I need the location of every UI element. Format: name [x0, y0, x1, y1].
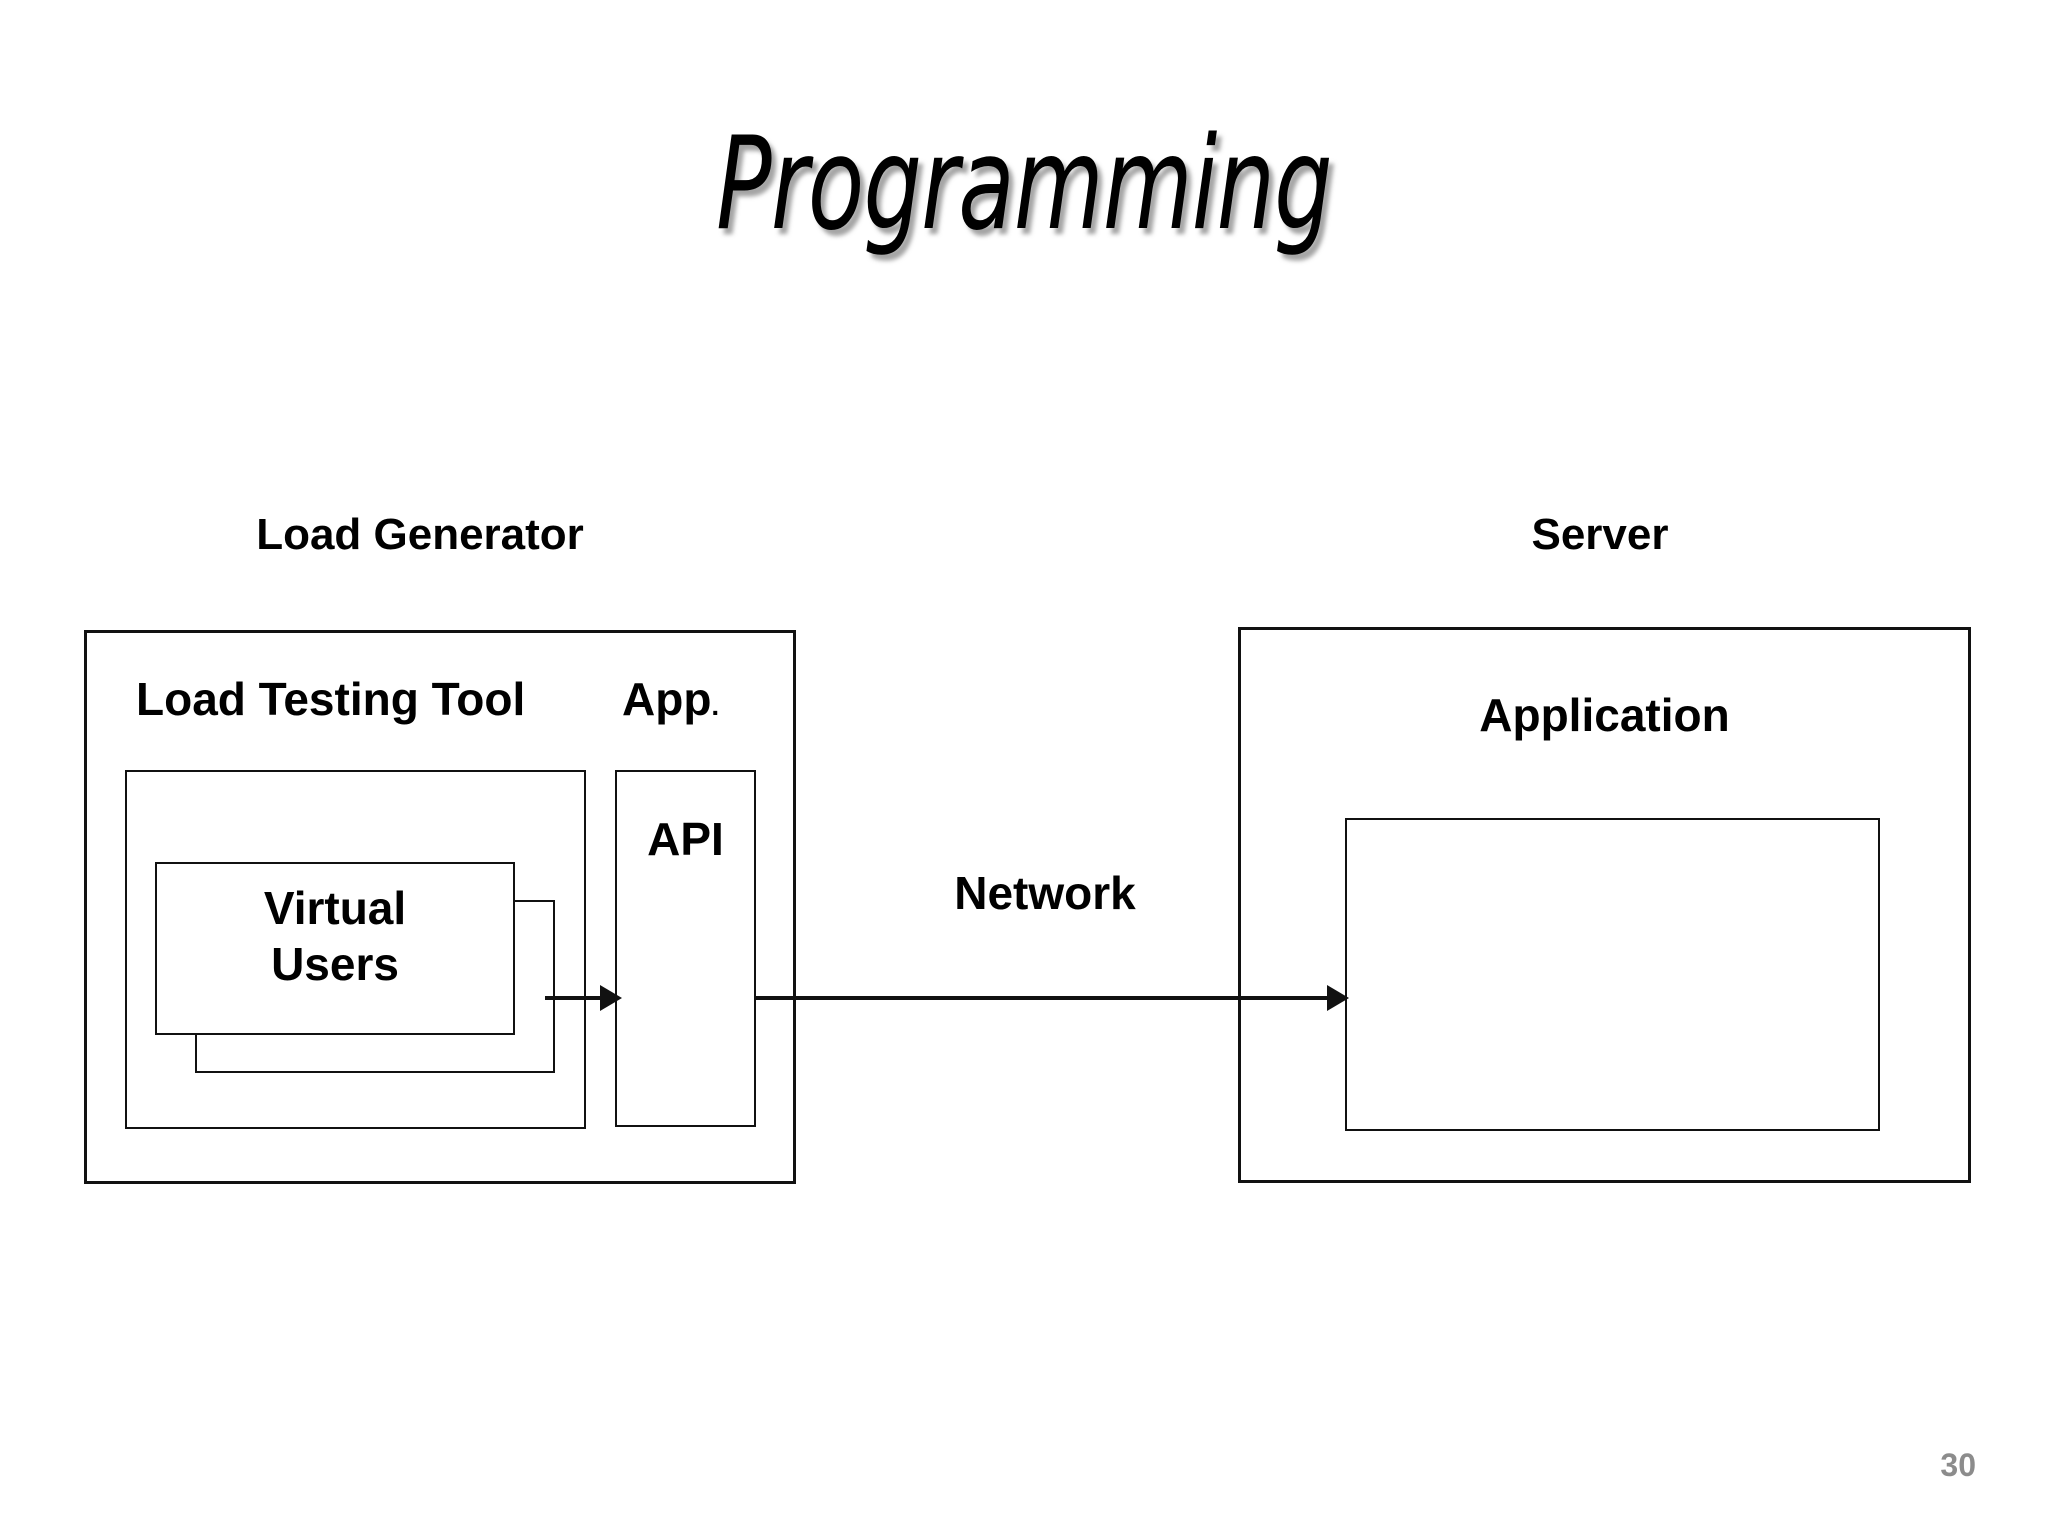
app-label: App. — [622, 672, 719, 726]
server-caption: Server — [1531, 510, 1669, 559]
application-label: Application — [1479, 689, 1730, 741]
virtual-users-label: Virtual Users — [155, 880, 515, 992]
app-label-text: App — [622, 673, 712, 725]
page-title: Programming — [716, 110, 1333, 259]
network-label: Network — [954, 867, 1136, 919]
application-inner-box — [1345, 818, 1880, 1131]
virtual-users-card-front — [155, 862, 515, 1035]
load-generator-caption: Load Generator — [256, 510, 584, 559]
app-label-period: . — [711, 690, 720, 721]
virtual-users-label-line2: Users — [271, 938, 399, 991]
load-testing-tool-label: Load Testing Tool — [136, 673, 526, 725]
api-box — [615, 770, 756, 1127]
virtual-users-to-api-arrow-head — [600, 985, 622, 1011]
page-number: 30 — [1940, 1447, 1976, 1483]
api-label: API — [647, 813, 724, 865]
network-arrow-line — [756, 996, 1334, 1000]
network-arrow-head — [1327, 985, 1349, 1011]
virtual-users-label-line1: Virtual — [263, 882, 407, 934]
virtual-users-to-api-arrow-line — [545, 996, 603, 1000]
